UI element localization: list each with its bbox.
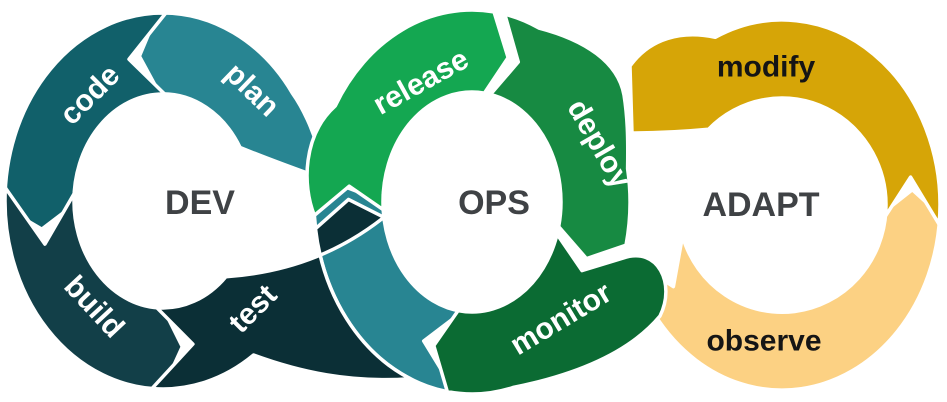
- segment-test: [150, 197, 413, 391]
- segment-label-modify: modify: [717, 51, 816, 84]
- center-label-adapt: ADAPT: [702, 186, 819, 224]
- segment-code: [3, 11, 168, 231]
- segment-monitor: [432, 232, 668, 396]
- center-label-dev: DEV: [165, 184, 235, 222]
- segment-release: [305, 8, 510, 218]
- center-label-ops: OPS: [458, 184, 530, 222]
- segment-build: [3, 186, 185, 391]
- segment-modify: [628, 18, 942, 227]
- segment-deploy: [488, 12, 632, 261]
- segment-label-observe: observe: [706, 325, 821, 358]
